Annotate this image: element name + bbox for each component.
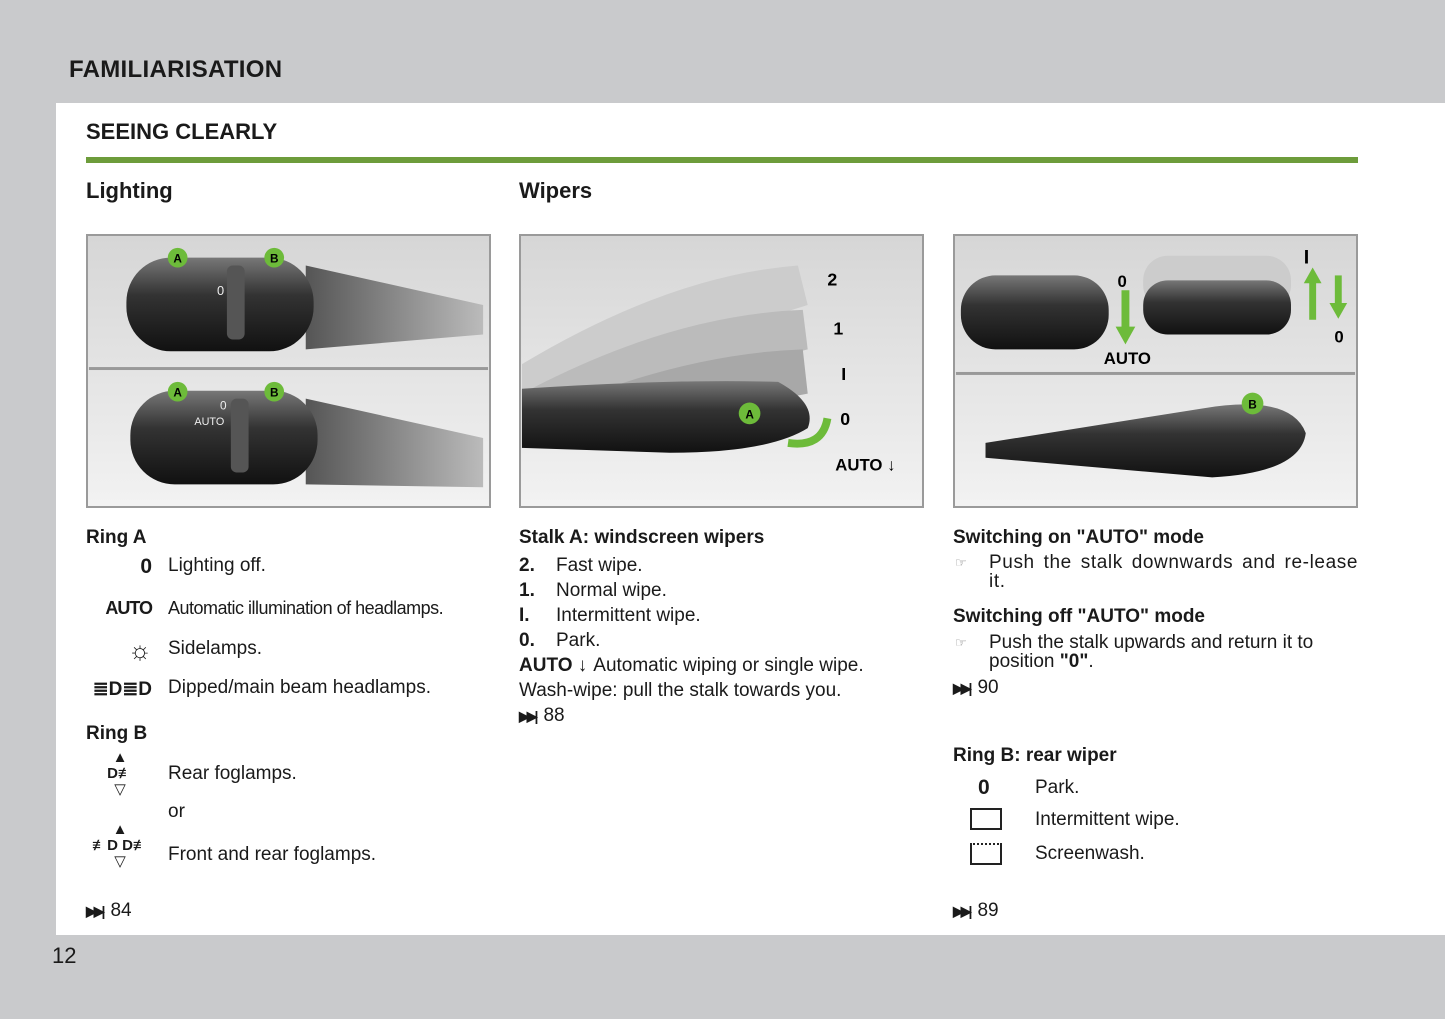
rear-wiper-item-label: Intermittent wipe. — [1035, 809, 1180, 830]
ring-a-item-label: Automatic illumination of headlamps. — [168, 598, 444, 618]
figure-label-zero: 0 — [217, 283, 224, 298]
ring-a-item-label: Dipped/main beam headlamps. — [168, 677, 431, 698]
park-icon: 0 — [978, 776, 990, 799]
accent-rule — [86, 157, 1358, 163]
rear-foglamp-icon: ▲D≢▽ — [107, 749, 133, 798]
figure-label-a: A — [173, 386, 182, 400]
next-page-icon: ▶▶| — [953, 903, 973, 919]
figure-label-auto: AUTO — [194, 416, 224, 428]
stalk-a-list: 2.Fast wipe. 1.Normal wipe. I.Intermitte… — [519, 553, 864, 729]
front-rear-foglamp-icon: ▲≢D D≢▽ — [92, 821, 148, 870]
list-item: 0.Park. — [519, 630, 601, 651]
next-page-icon: ▶▶| — [86, 903, 106, 919]
list-item: 2.Fast wipe. — [519, 555, 643, 576]
chapter-title: FAMILIARISATION — [69, 56, 283, 83]
auto-icon: AUTO — [105, 598, 153, 618]
content-panel — [56, 103, 1445, 935]
pointing-hand-icon: ☞ — [955, 635, 967, 650]
page-reference-84[interactable]: ▶▶|84 — [86, 900, 132, 922]
zero-icon: 0 — [140, 555, 152, 578]
list-item: I.Intermittent wipe. — [519, 605, 701, 626]
section-title: SEEING CLEARLY — [86, 119, 278, 144]
list-item: AUTO ↓Automatic wiping or single wipe. — [519, 655, 864, 676]
next-page-icon: ▶▶| — [519, 708, 539, 724]
lighting-stalk-figure: A B A B 0 0 AUTO — [86, 234, 491, 508]
list-item: 1.Normal wipe. — [519, 580, 667, 601]
ring-b-or-label: or — [168, 801, 185, 822]
ring-b-rear-wiper-heading: Ring B: rear wiper — [953, 745, 1117, 766]
next-page-icon: ▶▶| — [953, 680, 973, 696]
lighting-heading: Lighting — [86, 178, 173, 203]
wash-wipe-text: Wash-wipe: pull the stalk towards you. — [519, 680, 842, 701]
rear-wiper-item-label: Screenwash. — [1035, 843, 1145, 864]
page-reference-90[interactable]: ▶▶|90 — [953, 677, 999, 698]
page-number: 12 — [52, 943, 77, 968]
rear-foglamp-glyph: D≢ — [107, 765, 133, 782]
ring-a-item-label: Lighting off. — [168, 555, 266, 576]
figure-label-auto: AUTO — [1104, 349, 1151, 368]
ring-b-item-label: Rear foglamps. — [168, 763, 297, 784]
figure-label-zero: 0 — [1118, 272, 1127, 291]
figure-label-b: B — [1248, 397, 1257, 411]
screenwash-icon — [970, 843, 1002, 865]
position-i-label: I — [841, 364, 846, 384]
auto-on-text: Push the stalk downwards and re-lease it… — [989, 552, 1358, 592]
figure-label-b: B — [270, 252, 279, 266]
figure-label-i: I — [1304, 247, 1309, 269]
stalk-a-heading: Stalk A: windscreen wipers — [519, 527, 765, 548]
intermittent-wipe-icon — [970, 808, 1002, 830]
position-auto-label: AUTO ↓ — [835, 456, 895, 475]
position-0-label: 0 — [840, 409, 850, 429]
ring-b-heading: Ring B — [86, 723, 148, 744]
wipers-heading: Wipers — [519, 178, 593, 203]
auto-off-text: Push the stalk upwards and return it to … — [989, 632, 1314, 672]
auto-on-heading: Switching on "AUTO" mode — [953, 527, 1204, 548]
figure-label-a: A — [745, 407, 754, 421]
figure-label-zero: 0 — [1334, 327, 1343, 346]
rear-wiper-item-label: Park. — [1035, 777, 1080, 798]
auto-mode-figure: 0 AUTO I 0 B — [953, 234, 1358, 508]
sidelamp-icon: ☼ — [128, 635, 152, 665]
figure-label-a: A — [173, 252, 182, 266]
page-reference-88[interactable]: ▶▶|88 — [519, 705, 565, 726]
auto-off-heading: Switching off "AUTO" mode — [953, 606, 1205, 627]
figure-label-b: B — [270, 386, 279, 400]
page-reference-89[interactable]: ▶▶|89 — [953, 900, 999, 921]
headlamp-icon: ≣D≣D — [92, 679, 152, 700]
ring-a-heading: Ring A — [86, 527, 147, 548]
position-1-label: 1 — [833, 319, 843, 339]
ring-a-item-label: Sidelamps. — [168, 638, 262, 659]
position-2-label: 2 — [827, 269, 837, 289]
ref-number: 84 — [110, 900, 132, 921]
figure-label-zero: 0 — [220, 398, 227, 412]
front-rear-foglamp-glyph: ≢D D≢ — [92, 837, 148, 854]
wiper-stalk-figure: A 2 1 I 0 AUTO ↓ — [519, 234, 924, 508]
pointing-hand-icon: ☞ — [955, 555, 967, 570]
ring-b-item-label: Front and rear foglamps. — [168, 844, 377, 865]
